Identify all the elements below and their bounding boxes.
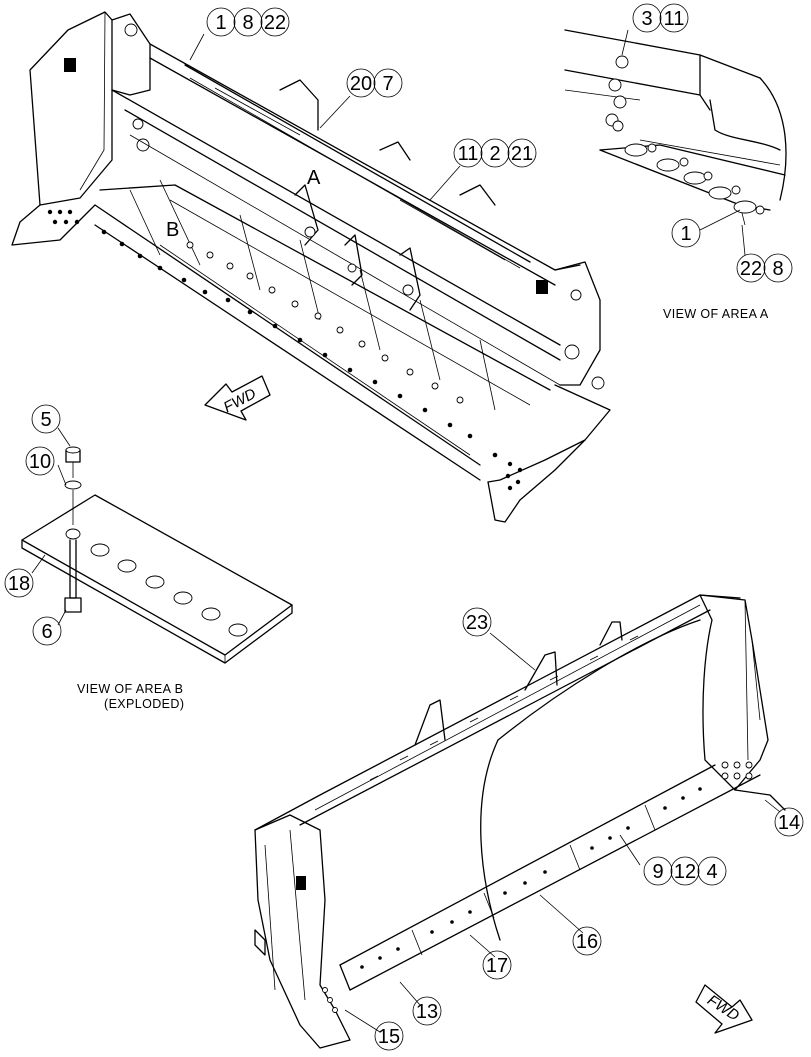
view-area-a: VIEW OF AREA A bbox=[564, 29, 787, 321]
callout-3: 3 bbox=[641, 8, 652, 30]
callout-23: 23 bbox=[466, 612, 488, 634]
callout-1: 1 bbox=[215, 12, 226, 34]
blade-rear-view: A B bbox=[11, 11, 611, 523]
view-area-a-caption: VIEW OF AREA A bbox=[663, 307, 769, 321]
callout-group-10: 10 bbox=[25, 446, 55, 476]
callout-4: 4 bbox=[706, 861, 717, 883]
callout-10: 10 bbox=[29, 451, 51, 473]
callout-group-15: 15 bbox=[374, 1021, 404, 1051]
callout-22-area-a: 22 bbox=[740, 258, 762, 280]
fwd-arrow-bottom: FWD bbox=[695, 984, 753, 1034]
callout-group-14: 14 bbox=[774, 807, 804, 837]
fwd-label-top: FWD bbox=[221, 385, 259, 416]
callout-17: 17 bbox=[486, 955, 508, 977]
view-area-b-caption-1: VIEW OF AREA B bbox=[77, 682, 183, 696]
area-label-b: B bbox=[166, 219, 179, 241]
callout-group-area-a-1: 1 bbox=[671, 218, 701, 248]
area-a-plate-holes bbox=[624, 143, 765, 215]
callout-15: 15 bbox=[378, 1026, 400, 1048]
callout-22: 22 bbox=[264, 12, 286, 34]
callout-2: 2 bbox=[489, 143, 500, 165]
callout-18: 18 bbox=[8, 573, 30, 595]
fwd-arrow-top: FWD bbox=[204, 375, 271, 421]
callout-group-16: 16 bbox=[572, 926, 602, 956]
callout-group-6: 6 bbox=[32, 616, 62, 646]
callout-group-11-2-21: 11 2 21 bbox=[453, 138, 537, 168]
view-area-b-caption-2: (EXPLODED) bbox=[104, 697, 184, 711]
callout-8: 8 bbox=[242, 12, 253, 34]
callout-group-18: 18 bbox=[4, 568, 34, 598]
callout-9: 9 bbox=[652, 861, 663, 883]
callout-group-13: 13 bbox=[412, 996, 442, 1026]
callout-1-area-a: 1 bbox=[680, 223, 691, 245]
upper-bolt-row bbox=[186, 241, 464, 404]
callout-group-23: 23 bbox=[462, 607, 492, 637]
callout-21: 21 bbox=[511, 143, 533, 165]
callout-14: 14 bbox=[778, 812, 800, 834]
callout-group-5: 5 bbox=[31, 404, 61, 434]
cutting-edge-bolts bbox=[360, 787, 702, 969]
callout-group-3-11: 3 11 bbox=[632, 3, 689, 33]
area-label-a: A bbox=[307, 167, 321, 189]
callout-group-1-8-22: 1 8 22 bbox=[206, 7, 290, 37]
fwd-label-bottom: FWD bbox=[704, 992, 742, 1025]
callout-group-9-12-4: 9 12 4 bbox=[643, 856, 727, 886]
callout-group-20-7: 20 7 bbox=[346, 68, 403, 98]
callout-group-17: 17 bbox=[482, 950, 512, 980]
area-a-bolts bbox=[605, 55, 629, 132]
callout-5: 5 bbox=[40, 409, 51, 431]
callout-16: 16 bbox=[576, 931, 598, 953]
callout-13: 13 bbox=[416, 1001, 438, 1023]
callout-7: 7 bbox=[382, 73, 393, 95]
callout-6: 6 bbox=[41, 621, 52, 643]
callout-11-area-a: 11 bbox=[664, 8, 685, 30]
blade-front-view bbox=[254, 594, 786, 1049]
bottom-bolt-row bbox=[101, 229, 498, 458]
callout-12: 12 bbox=[674, 861, 696, 883]
callout-11: 11 bbox=[458, 143, 479, 165]
callout-8-area-a: 8 bbox=[772, 258, 783, 280]
view-area-b: VIEW OF AREA B (EXPLODED) bbox=[21, 427, 293, 711]
callout-group-22-8: 22 8 bbox=[736, 253, 793, 283]
callout-20: 20 bbox=[350, 73, 372, 95]
top-slots bbox=[369, 635, 639, 781]
